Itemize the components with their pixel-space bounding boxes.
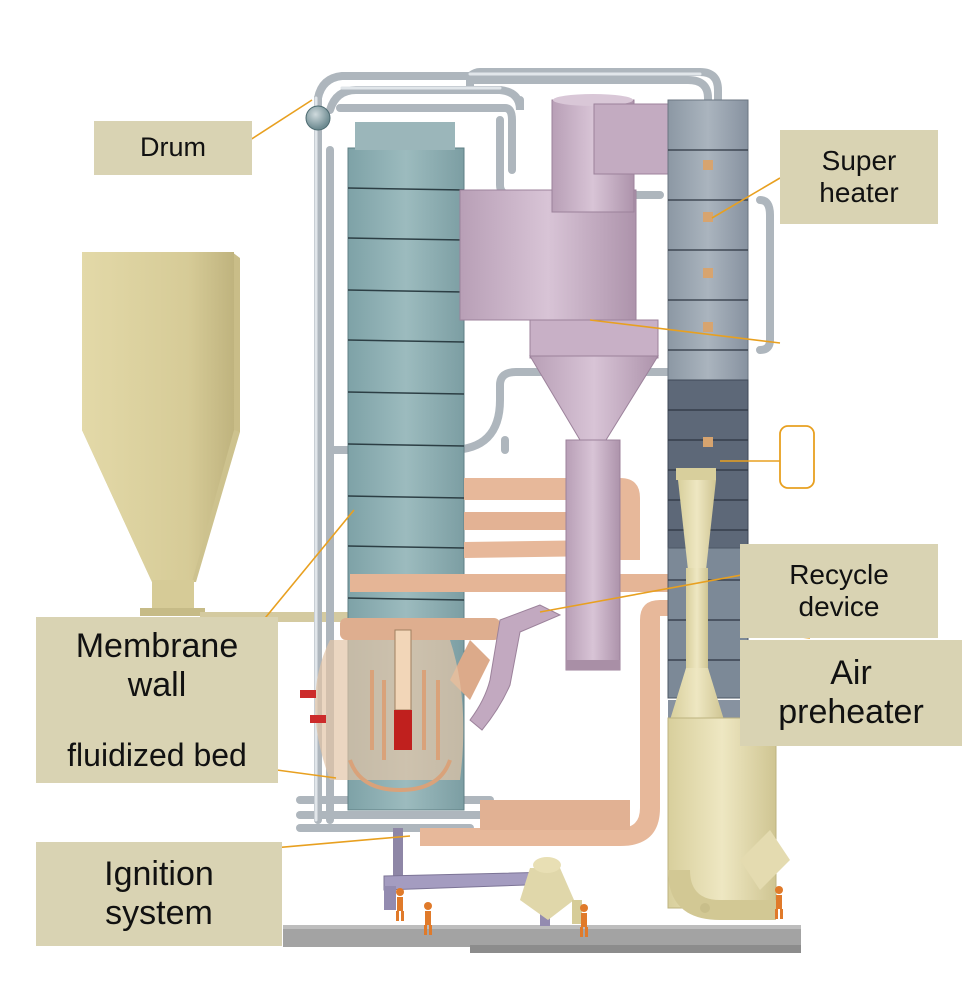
air-preheater-column bbox=[667, 468, 790, 920]
label-membrane-line1: Membrane bbox=[75, 627, 239, 665]
ignition-system bbox=[383, 828, 582, 926]
label-recycle-device: Recycle device bbox=[740, 544, 938, 638]
label-recycle-line2: device bbox=[798, 591, 880, 622]
label-air-preheater-line1: Air bbox=[830, 653, 872, 692]
fuel-hopper bbox=[82, 252, 350, 622]
fluidized-bed-area bbox=[300, 629, 464, 793]
ground-platform bbox=[283, 925, 801, 953]
label-air-preheater-line2: preheater bbox=[778, 693, 924, 731]
label-ignition-line2: system bbox=[105, 894, 213, 932]
label-fluidized-bed: fluidized bed bbox=[36, 727, 278, 783]
highlight-frame bbox=[779, 425, 815, 489]
label-membrane-line2: wall bbox=[127, 666, 187, 705]
label-superheater: Super heater bbox=[780, 130, 938, 224]
label-superheater-line1: Super bbox=[821, 144, 897, 176]
label-fluidized-bed-text: fluidized bed bbox=[67, 736, 247, 773]
worker-figure-icon bbox=[396, 886, 783, 937]
label-drum: Drum bbox=[94, 121, 252, 175]
label-air-preheater: Air preheater bbox=[740, 640, 962, 746]
label-superheater-line2: heater bbox=[819, 177, 899, 208]
label-membrane-wall: Membrane wall bbox=[36, 617, 278, 727]
label-ignition-system: Ignition system bbox=[36, 842, 282, 946]
label-recycle-line1: Recycle bbox=[789, 558, 889, 590]
drum-sphere-icon bbox=[305, 105, 331, 131]
label-ignition-line1: Ignition bbox=[104, 854, 214, 893]
label-drum-text: Drum bbox=[140, 132, 206, 163]
